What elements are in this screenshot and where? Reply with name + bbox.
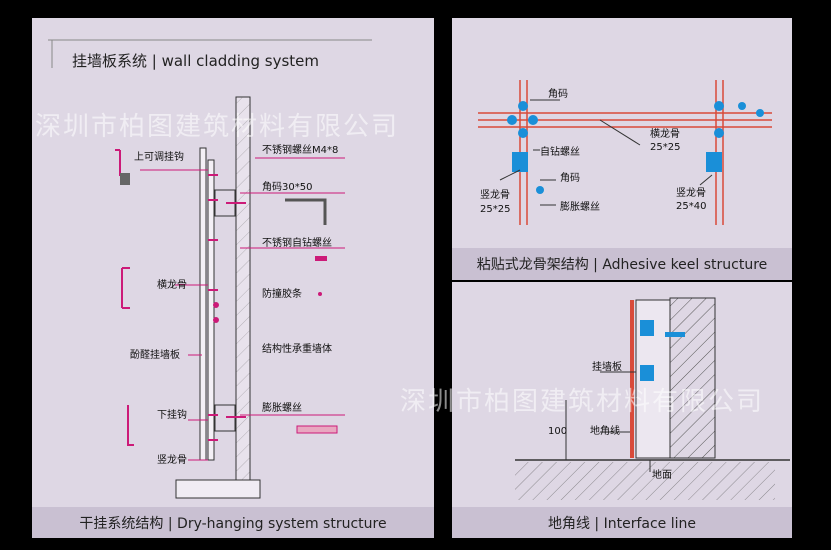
label-angle-b: 角码 xyxy=(560,172,580,184)
label-vertical-keel: 竖龙骨 xyxy=(157,453,187,466)
angle-30x50-icon xyxy=(285,198,327,225)
wall-hatch xyxy=(236,97,250,480)
label-lower-hook: 下挂钩 xyxy=(157,408,187,421)
label-horizontal-keel: 横龙骨 xyxy=(157,278,187,291)
label-ground: 地面 xyxy=(652,468,672,481)
bumper-strip-icon xyxy=(318,292,322,296)
label-vertical-keel-size: 25*25 xyxy=(480,204,510,215)
label-dim-100: 100 xyxy=(548,426,567,437)
rb-wall xyxy=(669,297,716,459)
label-structural-wall: 结构性承重墙体 xyxy=(262,342,332,355)
label-expansion-screw-rt: 膨胀螺丝 xyxy=(560,200,600,213)
label-angle-a: 角码 xyxy=(548,88,568,100)
self-drilling-screw-icon xyxy=(315,256,327,261)
label-horizontal-keel-size: 25*25 xyxy=(650,142,680,153)
horizontal-keel-icon xyxy=(121,267,130,309)
left-panel xyxy=(32,18,434,538)
watermark-bottom: 深圳市柏图建筑材料有限公司 xyxy=(400,387,764,417)
label-adjustable-hook: 上可调挂钩 xyxy=(134,150,184,163)
label-skirting: 地角线 xyxy=(590,424,620,437)
wall-panel xyxy=(199,147,207,461)
fastener-markers xyxy=(208,174,246,441)
left-title: 挂墙板系统 | wall cladding system xyxy=(72,52,319,70)
label-angle-30x50: 角码30*50 xyxy=(262,181,312,193)
label-vertical-keel-rt: 竖龙骨 xyxy=(480,188,510,201)
right-bottom-caption: 地角线 | Interface line xyxy=(452,507,792,538)
vertical-keel xyxy=(207,159,215,461)
rb-panel-edge xyxy=(630,300,634,458)
label-ss-self-drilling: 不锈钢自钻螺丝 xyxy=(262,236,332,249)
angle-connectors xyxy=(507,101,764,194)
left-caption: 干挂系统结构 | Dry-hanging system structure xyxy=(32,507,434,538)
expansion-screw-icon xyxy=(296,425,338,434)
label-vertical-keel-2-size: 25*40 xyxy=(676,201,706,212)
label-horizontal-keel-rt: 横龙骨 xyxy=(650,127,680,140)
rb-leaders xyxy=(600,371,651,472)
rb-fasteners xyxy=(640,320,685,381)
label-vertical-keel-2: 竖龙骨 xyxy=(676,186,706,199)
right-top-caption: 粘贴式龙骨架结构 | Adhesive keel structure xyxy=(452,248,792,280)
watermark-top: 深圳市柏图建筑材料有限公司 xyxy=(35,112,399,142)
label-wall-panel: 挂墙板 xyxy=(592,360,622,373)
hook-clip-icon xyxy=(120,173,130,185)
label-ss-screw-m4: 不锈钢螺丝M4*8 xyxy=(262,143,338,156)
right-top-panel xyxy=(452,18,792,280)
label-expansion-screw: 膨胀螺丝 xyxy=(262,401,302,414)
floor-base xyxy=(175,479,261,499)
label-phenolic-panel: 酚醛挂墙板 xyxy=(130,348,180,361)
adjustable-hook-icon xyxy=(115,149,128,176)
label-self-drilling: 自钻螺丝 xyxy=(540,145,580,158)
label-bumper-strip: 防撞胶条 xyxy=(262,287,302,300)
right-top-leaders xyxy=(499,99,713,206)
leader-lines xyxy=(140,157,345,461)
lower-hook-icon xyxy=(127,405,134,446)
rb-ground xyxy=(515,462,775,500)
